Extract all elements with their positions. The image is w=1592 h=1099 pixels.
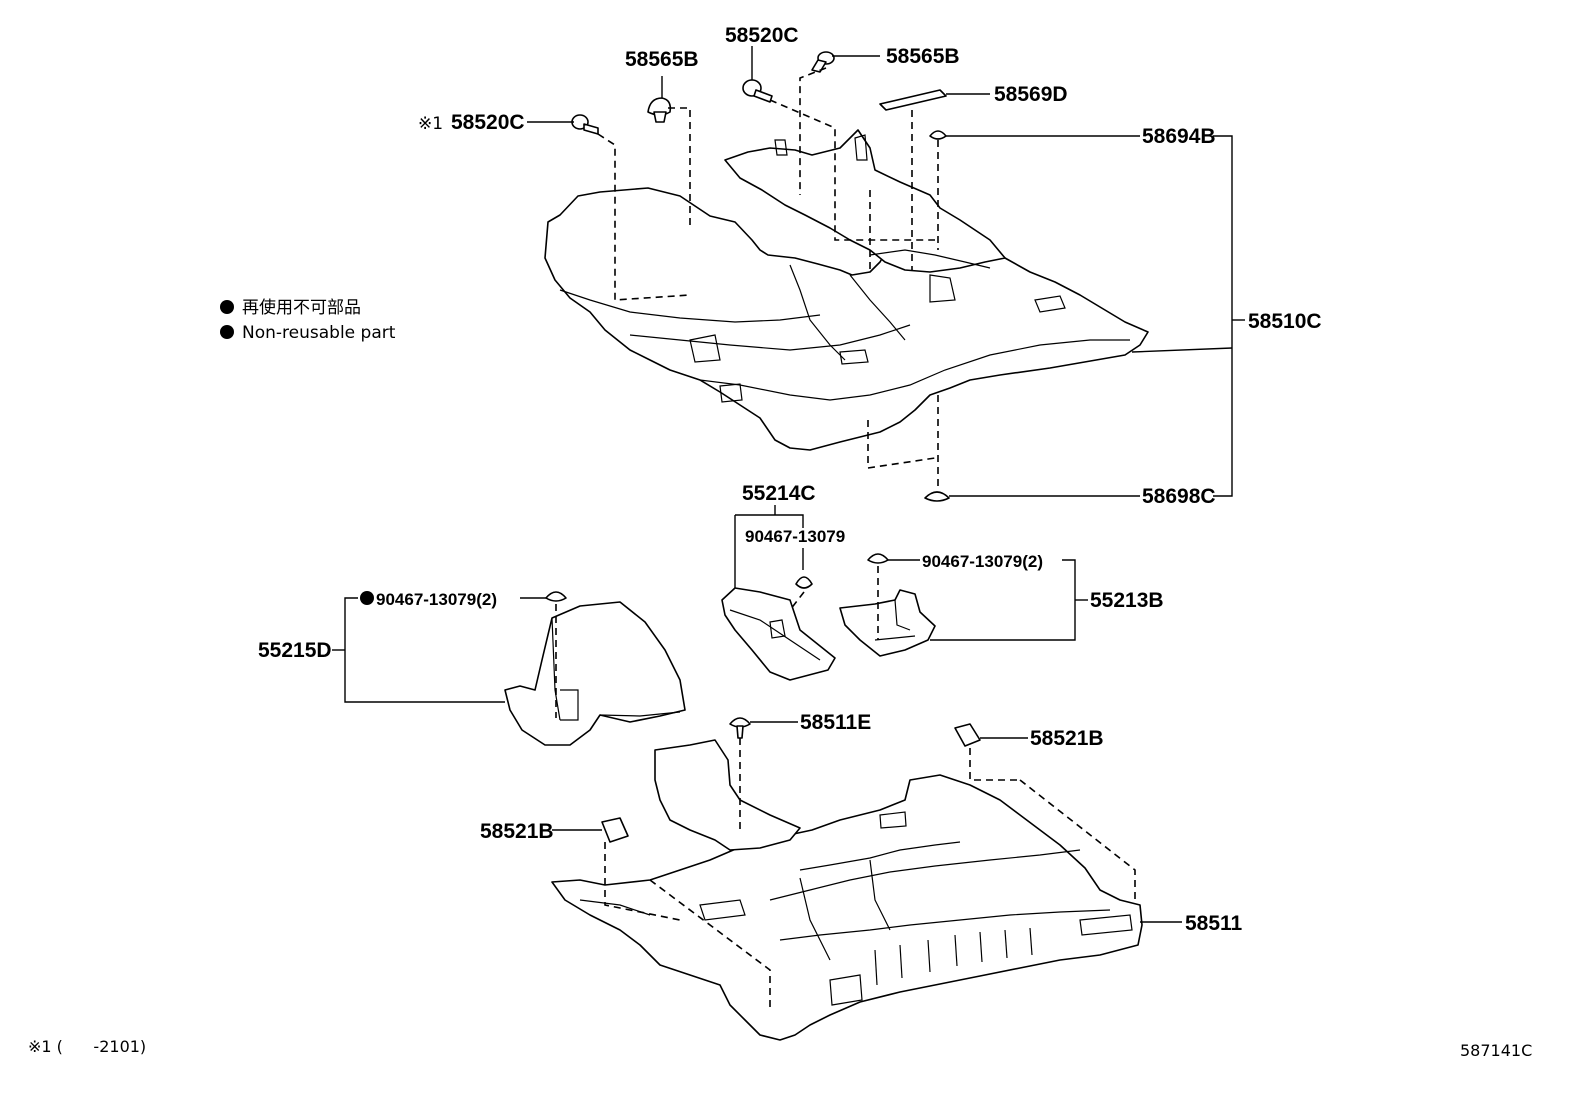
legend-text-en: Non-reusable part: [242, 323, 396, 343]
label-58510C[interactable]: 58510C: [1248, 310, 1322, 333]
clip-90467-13079-2-left[interactable]: [545, 591, 567, 602]
label-58565B-right[interactable]: 58565B: [886, 45, 960, 68]
clip-58698C[interactable]: [924, 491, 950, 502]
clip-58521B-right[interactable]: [954, 723, 981, 747]
bolt-58520C-top[interactable]: [742, 79, 773, 103]
label-55213B[interactable]: 55213B: [1090, 589, 1164, 612]
label-90467-13079-2-right[interactable]: 90467-13079(2): [922, 552, 1043, 571]
label-58511E[interactable]: 58511E: [800, 711, 871, 734]
clip-58694B[interactable]: [929, 130, 947, 140]
label-note-marker: ※1: [418, 114, 443, 134]
label-58520C-top[interactable]: 58520C: [725, 24, 799, 47]
floor-carpet-assy-58510C[interactable]: [544, 129, 1149, 451]
silencer-55214C[interactable]: [721, 587, 836, 681]
label-58521B-left[interactable]: 58521B: [480, 820, 554, 843]
legend-bullet-en: [220, 325, 234, 339]
non-reusable-marker: [360, 591, 374, 605]
silencer-55215D[interactable]: [504, 601, 686, 746]
guide-lines-lower: [552, 721, 1182, 1010]
label-58694B[interactable]: 58694B: [1142, 125, 1216, 148]
guide-lines-upper: [597, 67, 939, 490]
diagram-id: 587141C: [1460, 1041, 1532, 1060]
leader-lines-55214C: [734, 505, 805, 611]
clip-58565B-right[interactable]: [811, 51, 835, 73]
footer: ※1 ( -2101) 587141C: [28, 1037, 1532, 1060]
leader-lines-55213B: [877, 559, 1088, 641]
label-90467-13079-2-left[interactable]: 90467-13079(2): [376, 590, 497, 609]
label-58520C-left[interactable]: 58520C: [451, 111, 525, 134]
clip-58511E[interactable]: [729, 717, 751, 739]
clip-58520C-left[interactable]: [571, 114, 599, 135]
legend-bullet-jp: [220, 300, 234, 314]
leader-lines-55215D: [332, 597, 557, 718]
floor-carpet-58511[interactable]: [551, 739, 1143, 1041]
silencer-55213B[interactable]: [839, 589, 936, 657]
label-58569D[interactable]: 58569D: [994, 83, 1068, 106]
plate-58569D[interactable]: [879, 89, 947, 111]
clip-90467-13079-2-right[interactable]: [867, 553, 889, 564]
part-labels: 58520C 58565B 58565B ※1 58520C 58569D 58…: [258, 24, 1322, 935]
legend-text-jp: 再使用不可部品: [242, 297, 361, 318]
label-55214C[interactable]: 55214C: [742, 482, 816, 505]
clip-58521B-left[interactable]: [601, 817, 629, 843]
clip-58565B-left[interactable]: [647, 97, 672, 123]
label-90467-13079-center[interactable]: 90467-13079: [745, 527, 845, 546]
label-58565B-left[interactable]: 58565B: [625, 48, 699, 71]
footer-note: ※1 ( -2101): [28, 1037, 146, 1056]
label-58521B-right[interactable]: 58521B: [1030, 727, 1104, 750]
legend: 再使用不可部品 Non-reusable part: [220, 297, 396, 343]
leader-lines-upper: [527, 46, 1245, 497]
label-58698C[interactable]: 58698C: [1142, 485, 1216, 508]
label-55215D[interactable]: 55215D: [258, 639, 332, 662]
label-58511[interactable]: 58511: [1185, 912, 1243, 935]
clip-90467-13079-center[interactable]: [795, 576, 813, 589]
